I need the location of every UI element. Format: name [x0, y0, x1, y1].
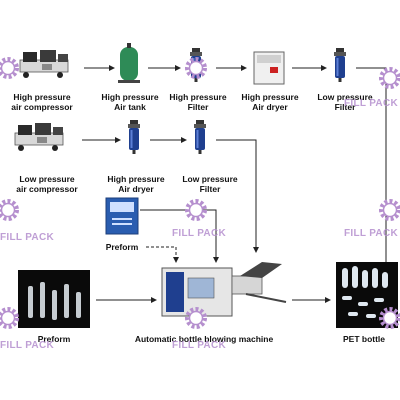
watermark-text: FILL PACK	[172, 228, 226, 239]
lp-filter-icon-b	[194, 120, 206, 154]
machine-label: Automatic bottle blowing machine	[134, 334, 274, 344]
preform-label: Preform	[37, 334, 71, 344]
watermark-gear-icon	[185, 199, 207, 221]
arrow	[140, 209, 219, 263]
hp-air-dryer-icon-b	[128, 120, 140, 154]
watermark-gear-icon	[0, 199, 19, 221]
hp-air-tank-icon	[118, 43, 140, 83]
arrow	[146, 246, 179, 263]
watermark-gear-icon	[0, 307, 19, 329]
hp-compressor-icon	[19, 49, 69, 79]
watermark-gear-icon	[379, 67, 400, 89]
chiller-icon	[105, 197, 139, 235]
blowing-machine-icon	[161, 262, 287, 317]
watermark-gear-icon	[0, 57, 19, 79]
watermark-gear-icon	[185, 57, 207, 79]
lp-filter-icon-a	[334, 48, 346, 82]
preform-photo	[18, 270, 90, 328]
watermark-text: FILL PACK	[0, 232, 54, 243]
pet-bottle-label: PET bottle	[342, 334, 386, 344]
watermark-text: FILL PACK	[344, 98, 398, 109]
watermark-text: FILL PACK	[0, 340, 54, 351]
watermark-text: FILL PACK	[172, 340, 226, 351]
chiller-label: Preform	[105, 242, 139, 252]
arrow	[216, 139, 259, 253]
hp-air-dryer-icon	[253, 51, 285, 85]
lp-compressor-icon	[14, 122, 64, 152]
watermark-gear-icon	[379, 199, 400, 221]
watermark-text: FILL PACK	[344, 228, 398, 239]
